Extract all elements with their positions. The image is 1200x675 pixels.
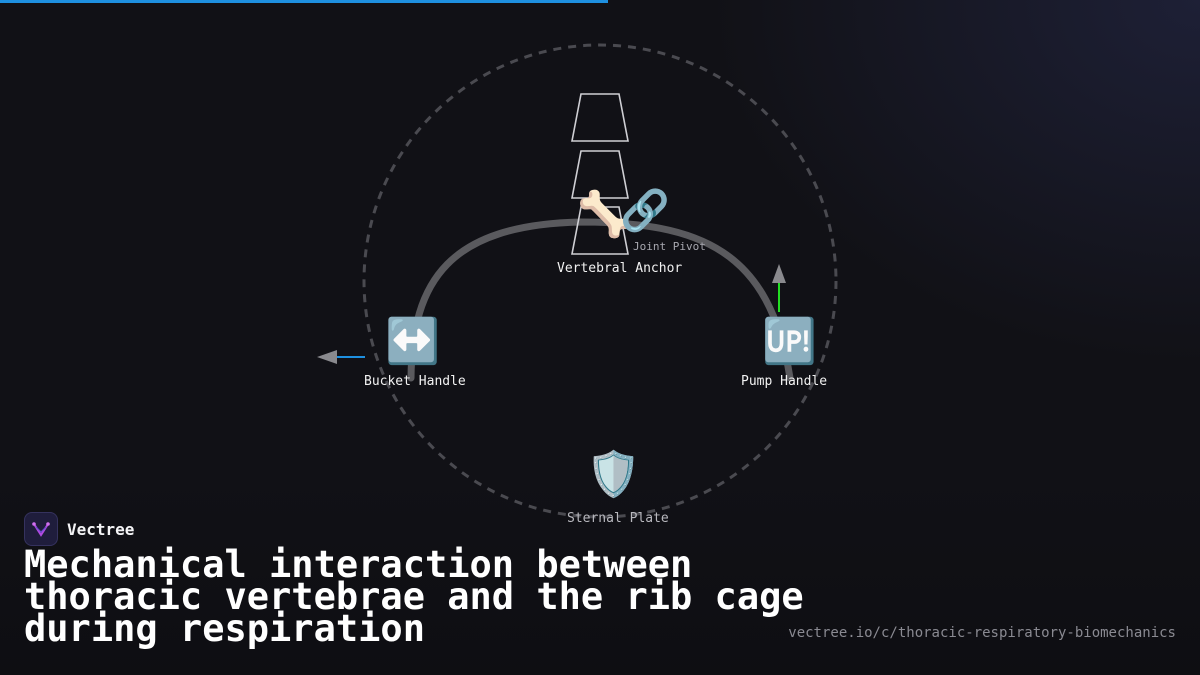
pump-handle-label: Pump Handle [741,374,828,389]
pump-handle-arrow [772,264,786,312]
vertebra-lower [571,206,629,255]
rib-arc [407,218,794,382]
left-right-arrow-icon: ↔️ [385,316,440,367]
link-icon: 🔗 [620,188,670,234]
brand-name: Vectree [67,519,135,539]
joint-pivot-label: Joint Pivot [633,240,706,253]
up-button-icon: 🆙 [762,316,817,367]
vertebral-anchor-label: Vertebral Anchor [557,261,683,276]
bone-icon: 🦴 [577,189,632,240]
rotation-circle [362,43,838,519]
vectree-logo-icon [24,512,58,546]
shield-icon: 🛡️ [586,449,641,500]
progress-bar-fill [0,0,609,3]
vertebra-upper [571,93,629,142]
progress-bar [0,0,1200,3]
page-title: Mechanical interaction between thoracic … [24,543,804,650]
sternal-plate-label: Sternal Plate [567,511,669,526]
brand: Vectree [24,512,134,546]
bucket-handle-arrow [317,350,365,364]
vertebral-column [571,93,629,255]
vertebra-middle [571,150,629,199]
source-url[interactable]: vectree.io/c/thoracic-respiratory-biomec… [788,625,1176,641]
bucket-handle-label: Bucket Handle [364,374,466,389]
